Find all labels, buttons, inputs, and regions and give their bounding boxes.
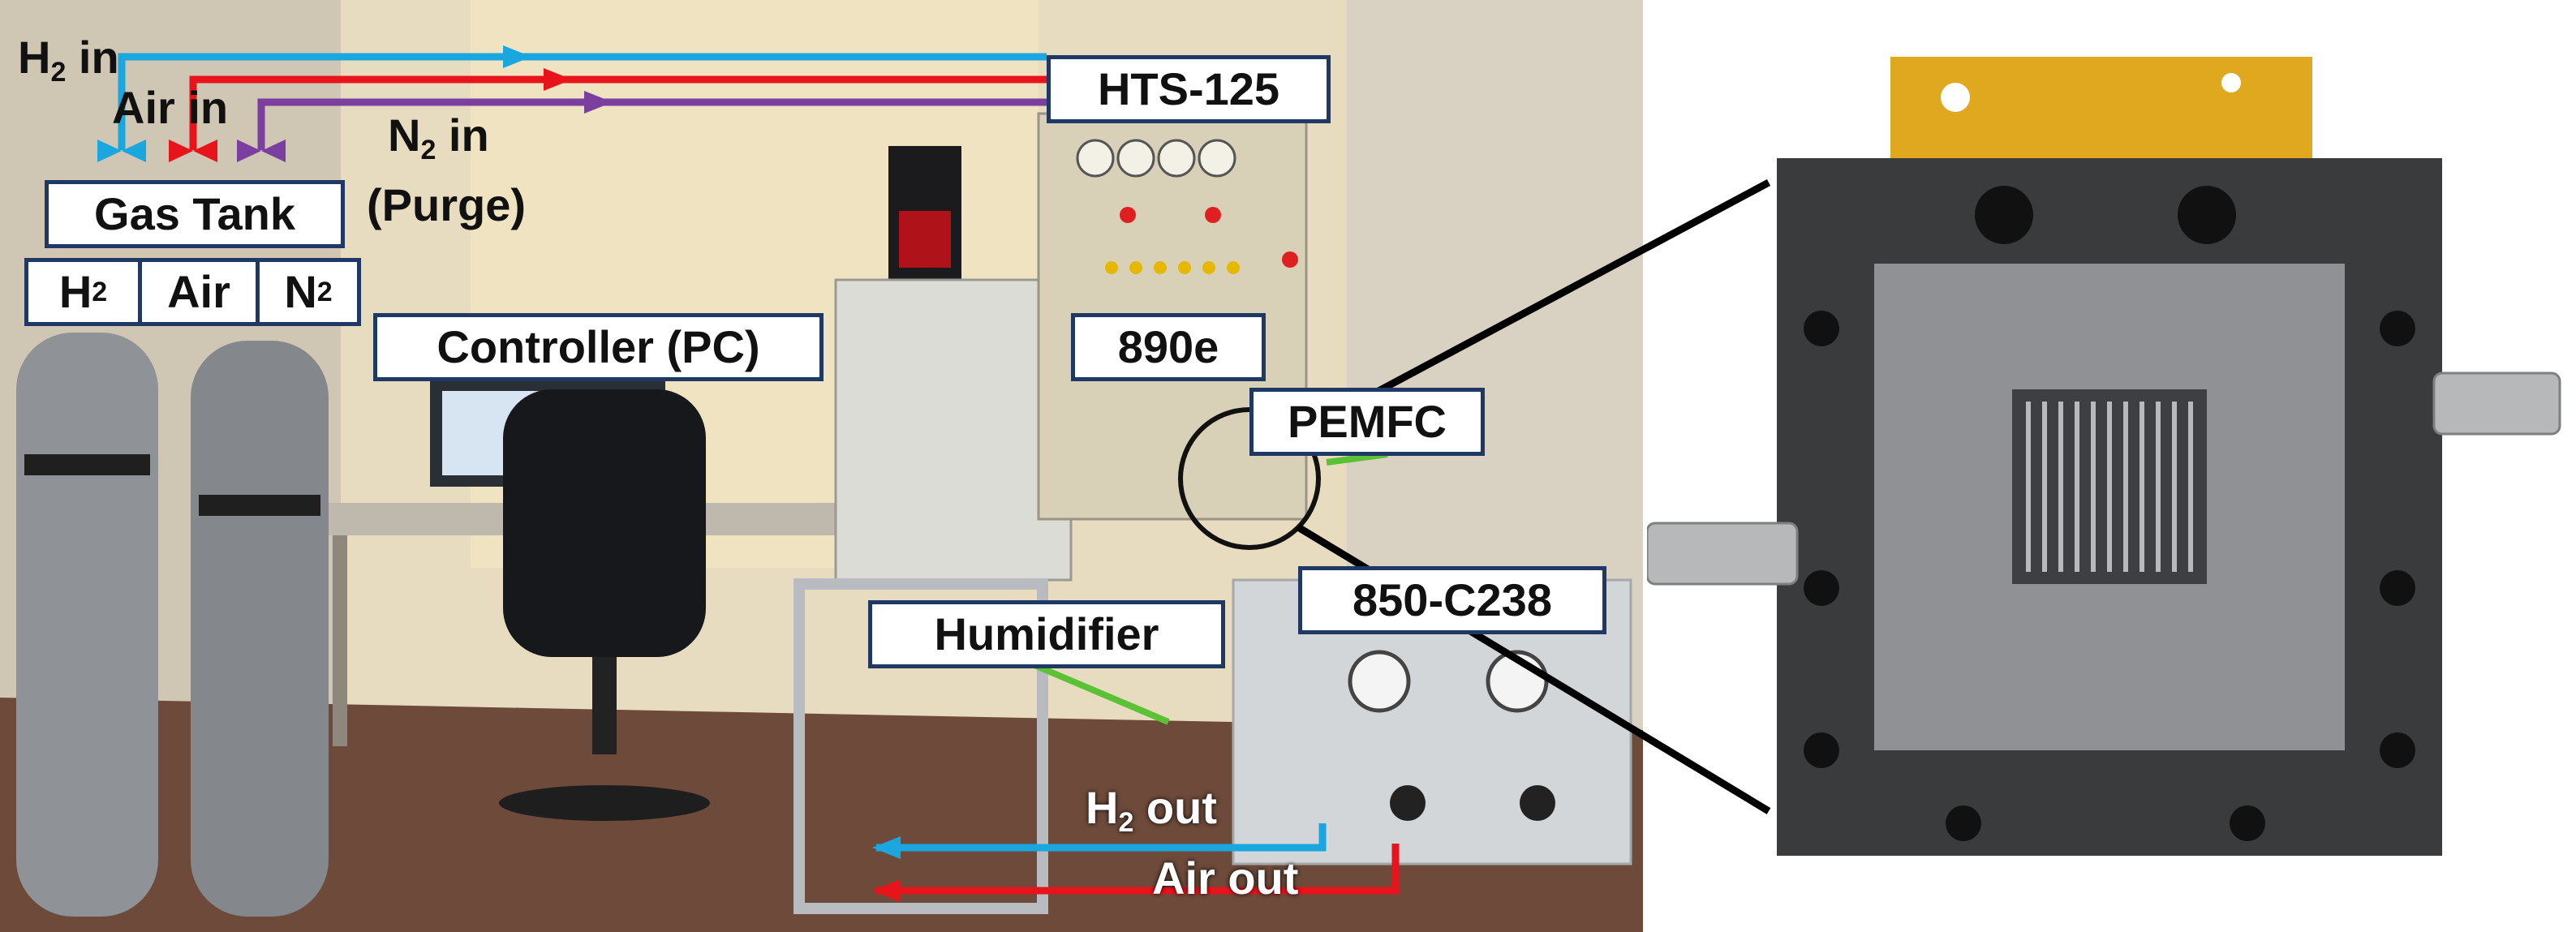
humidifier-label: Humidifier bbox=[868, 600, 1225, 668]
h2-in-subscript: 2 bbox=[50, 57, 67, 88]
n2-in-suffix: in bbox=[436, 110, 489, 161]
tank-air-label: Air bbox=[138, 258, 260, 326]
tab-hole bbox=[2221, 73, 2241, 92]
n2-in-label: N2 in bbox=[388, 110, 489, 165]
spacer bbox=[1769, 49, 1780, 57]
pemfc-label: PEMFC bbox=[1249, 388, 1485, 456]
h2-in-label: H2 in bbox=[18, 32, 119, 87]
purge-label: (Purge) bbox=[367, 179, 526, 230]
anode-gauge bbox=[1348, 650, 1411, 713]
corner-bolt-holes bbox=[1804, 311, 2415, 841]
chair-base bbox=[499, 785, 710, 821]
load-890e-label: 890e bbox=[1071, 313, 1266, 381]
hts-125-label: HTS-125 bbox=[1047, 55, 1331, 123]
inlet-fitting bbox=[1647, 522, 1799, 586]
bolt-hole bbox=[1975, 186, 2033, 244]
tab-hole bbox=[1941, 83, 1970, 112]
h2-out-label: H2 out bbox=[1086, 782, 1217, 837]
humidifier-frame bbox=[793, 578, 1048, 914]
gas-cylinder-air bbox=[191, 341, 329, 917]
cathode-gauge bbox=[1486, 650, 1549, 713]
h2-out-text: H bbox=[1086, 782, 1119, 833]
cylinder-strap bbox=[24, 454, 150, 475]
pemfc-cell-photo bbox=[1769, 49, 2466, 868]
gauges bbox=[1076, 139, 1236, 178]
n2-in-subscript: 2 bbox=[420, 135, 437, 165]
pc-tower-front bbox=[899, 211, 951, 268]
h2-in-text: H bbox=[18, 32, 51, 83]
h2-out-suffix: out bbox=[1133, 782, 1217, 833]
office-chair bbox=[503, 389, 706, 657]
lab-setup-photo bbox=[0, 0, 1643, 932]
air-out-label: Air out bbox=[1152, 853, 1299, 904]
pemfc-cell bbox=[1769, 49, 2442, 856]
cathode-knob bbox=[1520, 785, 1555, 821]
indicator-lights bbox=[1120, 207, 1298, 268]
bolt-hole bbox=[2178, 186, 2236, 244]
tank-h2-text: H bbox=[58, 266, 92, 317]
outlet-fitting bbox=[2432, 372, 2561, 436]
chair-stem bbox=[592, 657, 617, 754]
h2-out-subscript: 2 bbox=[1118, 807, 1134, 838]
h2-in-suffix: in bbox=[66, 32, 119, 83]
gas-fittings bbox=[1647, 372, 2561, 586]
gas-cylinder-h2 bbox=[16, 333, 158, 917]
air-in-label: Air in bbox=[112, 82, 229, 133]
n2-in-text: N bbox=[388, 110, 421, 161]
yellow-buttons bbox=[1105, 261, 1240, 274]
tank-n2-text: N bbox=[284, 266, 317, 317]
lab-scene bbox=[0, 0, 1643, 932]
spacer bbox=[1769, 162, 1777, 170]
cylinder-strap bbox=[199, 495, 320, 516]
desk-leg bbox=[333, 535, 347, 746]
controller-pc-label: Controller (PC) bbox=[373, 313, 824, 381]
gas-tank-label: Gas Tank bbox=[45, 180, 345, 248]
850-c238-label: 850-C238 bbox=[1298, 566, 1606, 634]
fuel-cell-station-panel bbox=[834, 278, 1073, 582]
flow-channels bbox=[2026, 402, 2193, 572]
anode-knob bbox=[1390, 785, 1426, 821]
